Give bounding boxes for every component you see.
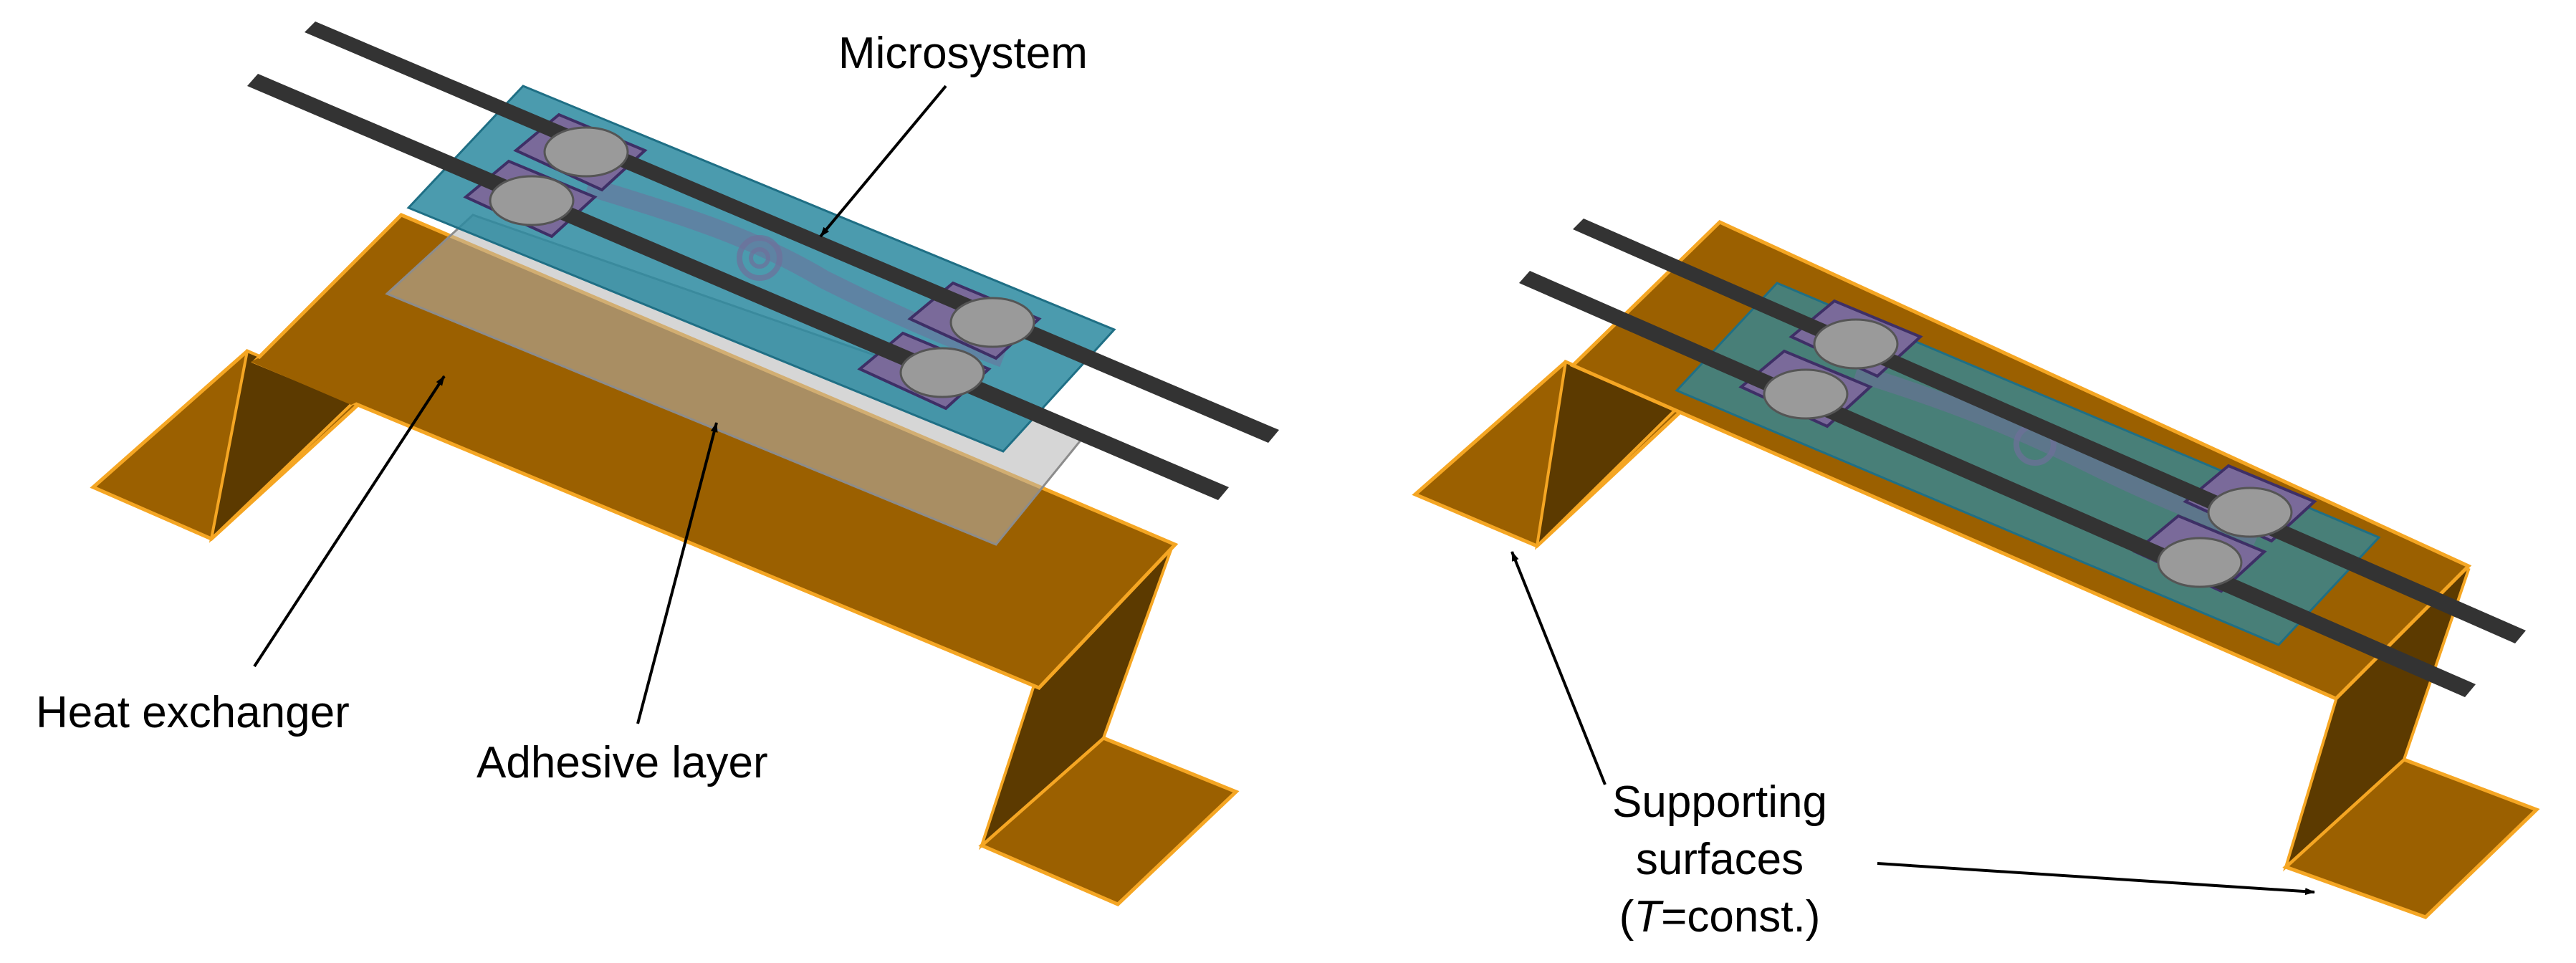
left-support-leg — [90, 349, 365, 543]
label-t-const-open: ( — [1619, 892, 1634, 942]
electrical-leads — [247, 21, 1279, 500]
label-surfaces: surfaces — [1636, 835, 1804, 884]
right-assembly — [1412, 219, 2540, 919]
label-adhesive-layer: Adhesive layer — [477, 738, 768, 787]
label-microsystem: Microsystem — [838, 29, 1088, 78]
contact-disks-2 — [1763, 318, 2293, 588]
left-support-leg-2 — [1412, 360, 1684, 550]
arrow-icon — [253, 85, 2315, 896]
label-t-const-rest: =const.) — [1661, 892, 1820, 942]
label-supporting: Supporting — [1612, 777, 1827, 827]
contact-disks — [489, 126, 1035, 398]
label-t-symbol: T — [1634, 892, 1664, 942]
label-t-const: (T=const.) — [1619, 892, 1821, 942]
electrical-leads-2 — [1519, 219, 2526, 697]
microsystem-chip-2 — [1675, 282, 2381, 646]
label-heat-exchanger: Heat exchanger — [36, 688, 350, 737]
left-assembly — [90, 21, 1279, 906]
